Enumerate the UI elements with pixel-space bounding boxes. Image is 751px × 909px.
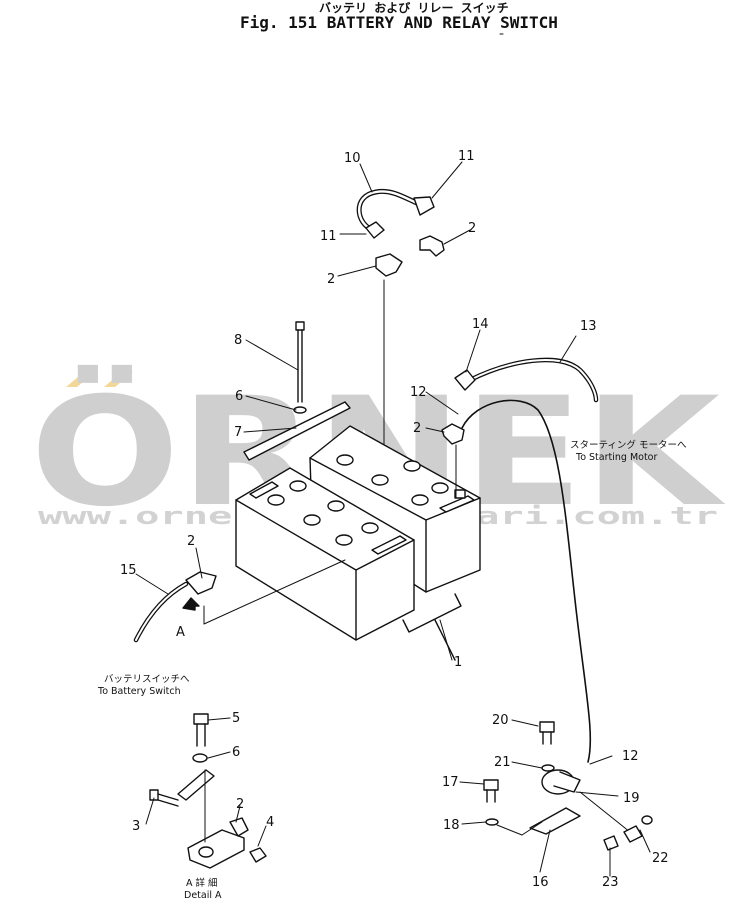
- battery-front: [235, 467, 415, 641]
- watermark-accent-right: [104, 372, 133, 387]
- callout-4: 4: [266, 815, 274, 830]
- to-battery-switch-label: To Battery Switch: [97, 686, 181, 697]
- callout-1: 1: [454, 655, 462, 670]
- callout-23: 23: [602, 875, 619, 890]
- callout-22: 22: [652, 851, 669, 866]
- to-starting-motor-jp: スターティング モーターへ: [570, 439, 687, 451]
- watermark-accent-left: [66, 372, 95, 387]
- battery-group-bracket: [402, 593, 462, 633]
- callout-numbers: 10 11 11 2 2 8 6 7 12 2 14 13 2 15 1 5 6…: [120, 149, 669, 890]
- detail-a-drawing: [149, 713, 267, 869]
- terminal-clamp-upper: [375, 253, 403, 277]
- assembly-line-left: [203, 559, 346, 625]
- terminal-clamp-upper-right: [419, 235, 445, 257]
- callout-7: 7: [234, 425, 242, 440]
- terminal-boot: [454, 369, 476, 391]
- callout-2-detail: 2: [236, 797, 244, 812]
- callout-2-left: 2: [187, 534, 195, 549]
- callout-2-middle: 2: [413, 421, 421, 436]
- callout-12-lower: 12: [622, 749, 639, 764]
- callout-5: 5: [232, 711, 240, 726]
- callout-18: 18: [443, 818, 460, 833]
- callout-12-upper: 12: [410, 385, 427, 400]
- callout-3: 3: [132, 819, 140, 834]
- battery-rear: [309, 425, 481, 593]
- callout-11-left: 11: [320, 229, 337, 244]
- view-arrow-a: [182, 597, 200, 611]
- hold-down-bolt: [295, 321, 305, 403]
- callout-8: 8: [234, 333, 242, 348]
- annotations: バッテリスイッチへ To Battery Switch スターティング モーター…: [97, 439, 687, 901]
- to-battery-switch-jp: バッテリスイッチへ: [104, 674, 190, 685]
- detail-a-label: Detail A: [184, 890, 222, 901]
- callout-16: 16: [532, 875, 549, 890]
- hold-down-bracket: [243, 401, 351, 461]
- terminal-clamp-middle: [441, 423, 465, 445]
- callout-11-top: 11: [458, 149, 475, 164]
- detail-a-jp: A 詳 細: [186, 877, 218, 889]
- callout-6-upper: 6: [235, 389, 243, 404]
- callout-6-detail: 6: [232, 745, 240, 760]
- cable-terminal-cap-right: [413, 196, 435, 216]
- callout-14: 14: [472, 317, 489, 332]
- callout-15: 15: [120, 563, 137, 578]
- cable-to-relay: [461, 399, 592, 763]
- figure-title-japanese: バッテリ および リレー スイッチ: [319, 0, 509, 15]
- to-starting-motor-label: To Starting Motor: [575, 452, 657, 463]
- figure-title: Fig. 151 BATTERY AND RELAY SWITCH: [240, 13, 558, 32]
- callout-10: 10: [344, 151, 361, 166]
- callout-19: 19: [623, 791, 640, 806]
- callout-2-top: 2: [468, 221, 476, 236]
- battery-cable-assembly: [356, 188, 435, 239]
- cable-terminal-cap-left: [365, 221, 385, 239]
- callout-2-upper: 2: [327, 272, 335, 287]
- callout-17: 17: [442, 775, 459, 790]
- relay-switch-drawing: [483, 721, 653, 851]
- callout-20: 20: [492, 713, 509, 728]
- terminal-clamp-left: [185, 571, 217, 595]
- callout-21: 21: [494, 755, 511, 770]
- view-label-a: A: [176, 625, 185, 640]
- callout-13: 13: [580, 319, 597, 334]
- leader-lines: [135, 161, 651, 877]
- washer-upper: [293, 406, 307, 414]
